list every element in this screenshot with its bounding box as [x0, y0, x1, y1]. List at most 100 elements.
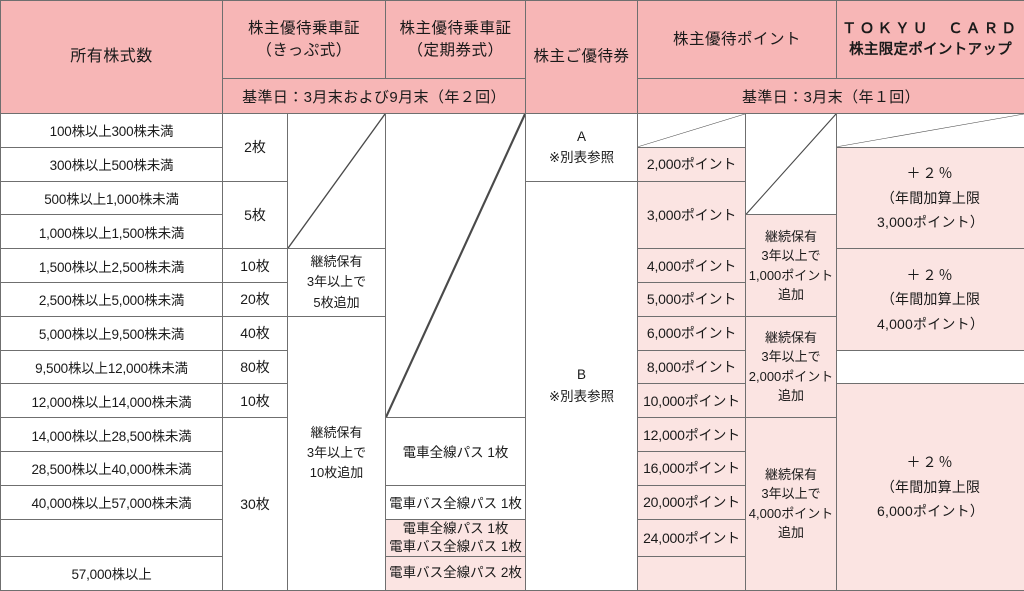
ticket-count: 10枚	[222, 383, 288, 419]
header-tokyu-card-line1: ＴＯＫＹＵ ＣＡＲＤ	[842, 20, 1020, 37]
coupon-sub: ※別表参照	[548, 388, 615, 404]
header-tokyu-card: ＴＯＫＹＵ ＣＡＲＤ 株主限定ポイントアップ	[836, 0, 1024, 79]
diagonal-slash-icon	[638, 114, 745, 147]
table-row: 1,000株以上1,500株未満	[0, 214, 223, 250]
points-cell	[637, 556, 747, 591]
table-row: 40,000株以上57,000株未満	[0, 484, 223, 520]
commuter-pass-cell: 電車バス全線パス 2枚	[385, 556, 527, 591]
card-bonus-cell: ＋２％ （年間加算上限 6,000ポイント）	[836, 383, 1024, 591]
points-cell: 16,000ポイント	[637, 450, 747, 486]
commuter-pass-cell: 電車全線パス 1枚 電車バス全線パス 1枚	[385, 518, 527, 558]
diagonal-slash-icon	[838, 114, 1023, 147]
points-bonus-line1: 継続保有	[765, 228, 818, 244]
diagonal-slash-icon	[288, 114, 385, 248]
ticket-count: 5枚	[222, 180, 288, 250]
header-pass-commuter: 株主優待乗車証 （定期券式）	[385, 0, 527, 79]
points-cell: 20,000ポイント	[637, 484, 747, 520]
commuter-pass-line: 電車バス全線パス 1枚	[389, 496, 522, 512]
table-row: 300株以上500株未満	[0, 146, 223, 182]
card-bonus-line3: 4,000ポイント）	[877, 315, 985, 332]
header-coupon: 株主ご優待券	[525, 0, 639, 114]
ticket-note-line1: 継続保有	[310, 425, 363, 441]
card-bonus-pct: ＋２％	[906, 454, 955, 471]
points-bonus-line2: 3年以上で	[761, 248, 821, 264]
table-row: 12,000株以上14,000株未満	[0, 383, 223, 419]
points-bonus-line1: 継続保有	[765, 329, 818, 345]
points-bonus-slash-cell	[745, 112, 838, 216]
points-bonus-line3: 4,000ポイント	[748, 505, 834, 521]
points-bonus-line2: 3年以上で	[761, 349, 821, 365]
header-tokyu-card-line2: 株主限定ポイントアップ	[849, 41, 1012, 58]
coupon-label: A	[577, 128, 587, 144]
card-bonus-line2: （年間加算上限	[880, 291, 981, 308]
points-slash-cell	[637, 113, 747, 148]
card-bonus-line3: 3,000ポイント）	[877, 214, 985, 231]
points-cell: 5,000ポイント	[637, 281, 747, 317]
ticket-note-line2: 3年以上で	[306, 445, 367, 461]
ticket-note-line2: 3年以上で	[306, 274, 367, 290]
points-bonus-line4: 追加	[778, 388, 805, 404]
ticket-count: 10枚	[222, 248, 288, 283]
ticket-note-cell: 継続保有 3年以上で 10枚追加	[286, 315, 387, 591]
ticket-count: 80枚	[222, 349, 288, 385]
ticket-count: 2枚	[222, 113, 288, 182]
points-cell: 8,000ポイント	[637, 349, 747, 385]
table-row: 2,500株以上5,000株未満	[0, 281, 223, 317]
points-cell: 10,000ポイント	[637, 383, 747, 419]
points-bonus-line4: 追加	[778, 525, 805, 541]
table-row: 57,000株以上	[0, 556, 223, 591]
points-bonus-line2: 3年以上で	[761, 486, 821, 502]
points-bonus-cell: 継続保有 3年以上で 2,000ポイント 追加	[745, 315, 838, 419]
card-bonus-slash-cell	[836, 113, 1024, 148]
ticket-note-cell: 継続保有 3年以上で 5枚追加	[286, 248, 387, 317]
header-pass-commuter-line2: （定期券式）	[407, 41, 504, 59]
points-cell: 12,000ポイント	[637, 417, 747, 452]
points-bonus-line3: 1,000ポイント	[748, 267, 834, 283]
commuter-pass-cell: 電車バス全線パス 1枚	[385, 484, 527, 520]
table-row: 5,000株以上9,500株未満	[0, 315, 223, 351]
diagonal-slash-icon	[386, 114, 525, 417]
points-bonus-line4: 追加	[778, 287, 805, 303]
commuter-pass-cell: 電車全線パス 1枚	[385, 417, 527, 486]
points-cell: 24,000ポイント	[637, 518, 747, 558]
coupon-cell: B ※別表参照	[525, 180, 639, 591]
coupon-cell: A ※別表参照	[525, 113, 639, 182]
table-row: 14,000株以上28,500株未満	[0, 417, 223, 452]
card-bonus-line2: （年間加算上限	[880, 189, 981, 206]
ticket-count: 40枚	[222, 315, 288, 351]
coupon-sub: ※別表参照	[548, 150, 615, 166]
points-cell: 6,000ポイント	[637, 315, 747, 351]
header-record-date-annual: 基準日：3月末（年１回）	[637, 78, 1024, 114]
card-bonus-pct: ＋２％	[906, 165, 955, 182]
table-row: 100株以上300株未満	[0, 113, 223, 148]
points-bonus-cell: 継続保有 3年以上で 4,000ポイント 追加	[745, 417, 838, 591]
ticket-count: 30枚	[222, 417, 288, 591]
points-cell: 3,000ポイント	[637, 180, 747, 250]
commuter-pass-line: 電車全線パス 1枚	[402, 445, 509, 461]
header-points: 株主優待ポイント	[637, 0, 838, 79]
table-row: 9,500株以上12,000株未満	[0, 349, 223, 385]
header-pass-ticket-line2: （きっぷ式）	[256, 41, 352, 59]
ticket-note-line3: 10枚追加	[309, 465, 364, 481]
commuter-pass-line-b: 電車バス全線パス 1枚	[389, 538, 522, 554]
ticket-count: 20枚	[222, 281, 288, 317]
header-pass-commuter-line1: 株主優待乗車証	[399, 19, 512, 37]
points-bonus-line1: 継続保有	[765, 466, 818, 482]
points-bonus-cell: 継続保有 3年以上で 1,000ポイント 追加	[745, 214, 838, 317]
card-bonus-cell: ＋２％ （年間加算上限 3,000ポイント）	[836, 146, 1024, 250]
card-bonus-line2: （年間加算上限	[880, 478, 981, 495]
header-record-date-semiannual: 基準日：3月末および9月末（年２回）	[221, 78, 527, 114]
card-bonus-cell: ＋２％ （年間加算上限 4,000ポイント）	[836, 248, 1024, 351]
ticket-note-line1: 継続保有	[310, 254, 363, 270]
diagonal-slash-icon	[746, 114, 836, 214]
commuter-pass-line: 電車バス全線パス 2枚	[389, 565, 522, 581]
card-bonus-line3: 6,000ポイント）	[877, 503, 985, 520]
points-bonus-line3: 2,000ポイント	[748, 368, 834, 384]
header-shares: 所有株式数	[0, 0, 223, 114]
ticket-note-line3: 5枚追加	[313, 294, 360, 310]
commuter-pass-line-a: 電車全線パス 1枚	[402, 520, 509, 536]
ticket-note-slash-cell	[286, 112, 387, 250]
table-row: 500株以上1,000株未満	[0, 180, 223, 216]
table-row: 28,500株以上40,000株未満	[0, 450, 223, 486]
